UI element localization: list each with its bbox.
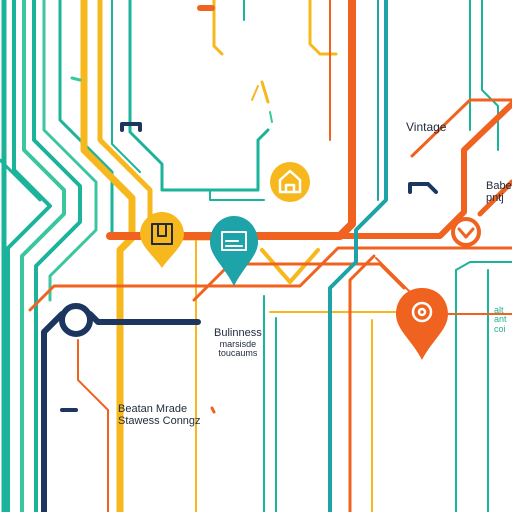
- label-vintage: Vintage: [406, 120, 447, 134]
- label-babe: Babe pntj: [486, 180, 512, 204]
- label-green-line1: alt: [494, 305, 504, 315]
- chevron-down-icon: [457, 227, 475, 239]
- thin-teal-lines: [111, 0, 512, 512]
- label-green-line2: ant: [494, 314, 507, 325]
- label-babe-line1: Babe: [486, 180, 512, 192]
- label-babe-line2: pntj: [486, 191, 504, 204]
- home-icon: [278, 169, 302, 194]
- decor-marks: [70, 76, 273, 414]
- station-ring[interactable]: [59, 303, 93, 337]
- target-pin[interactable]: [396, 288, 448, 360]
- label-business-line2: marsisde: [219, 338, 257, 349]
- chevron-marker[interactable]: [451, 217, 481, 247]
- blue-teal-line: [263, 0, 388, 512]
- label-beat-line1: Beatan Mrade: [118, 403, 188, 415]
- label-business-line3: toucaums: [218, 347, 258, 358]
- label-beat-line2: Stawess Conngz: [118, 414, 201, 427]
- card-pin[interactable]: [210, 216, 258, 286]
- box-icon: [151, 223, 173, 245]
- orange-lines: [28, 0, 512, 512]
- target-icon: [411, 301, 433, 323]
- teal-bundle: [0, 0, 114, 512]
- label-business: Bulinness marsisde toucaums: [214, 327, 262, 358]
- card-icon: [221, 231, 247, 251]
- label-green-line3: coi: [494, 323, 506, 334]
- home-pin[interactable]: [270, 162, 310, 202]
- label-beat: Beatan Mrade Stawess Conngz: [118, 403, 201, 427]
- box-pin[interactable]: [140, 212, 184, 268]
- label-green: alt ant coi: [494, 305, 507, 334]
- label-business-title: Bulinness: [214, 327, 262, 339]
